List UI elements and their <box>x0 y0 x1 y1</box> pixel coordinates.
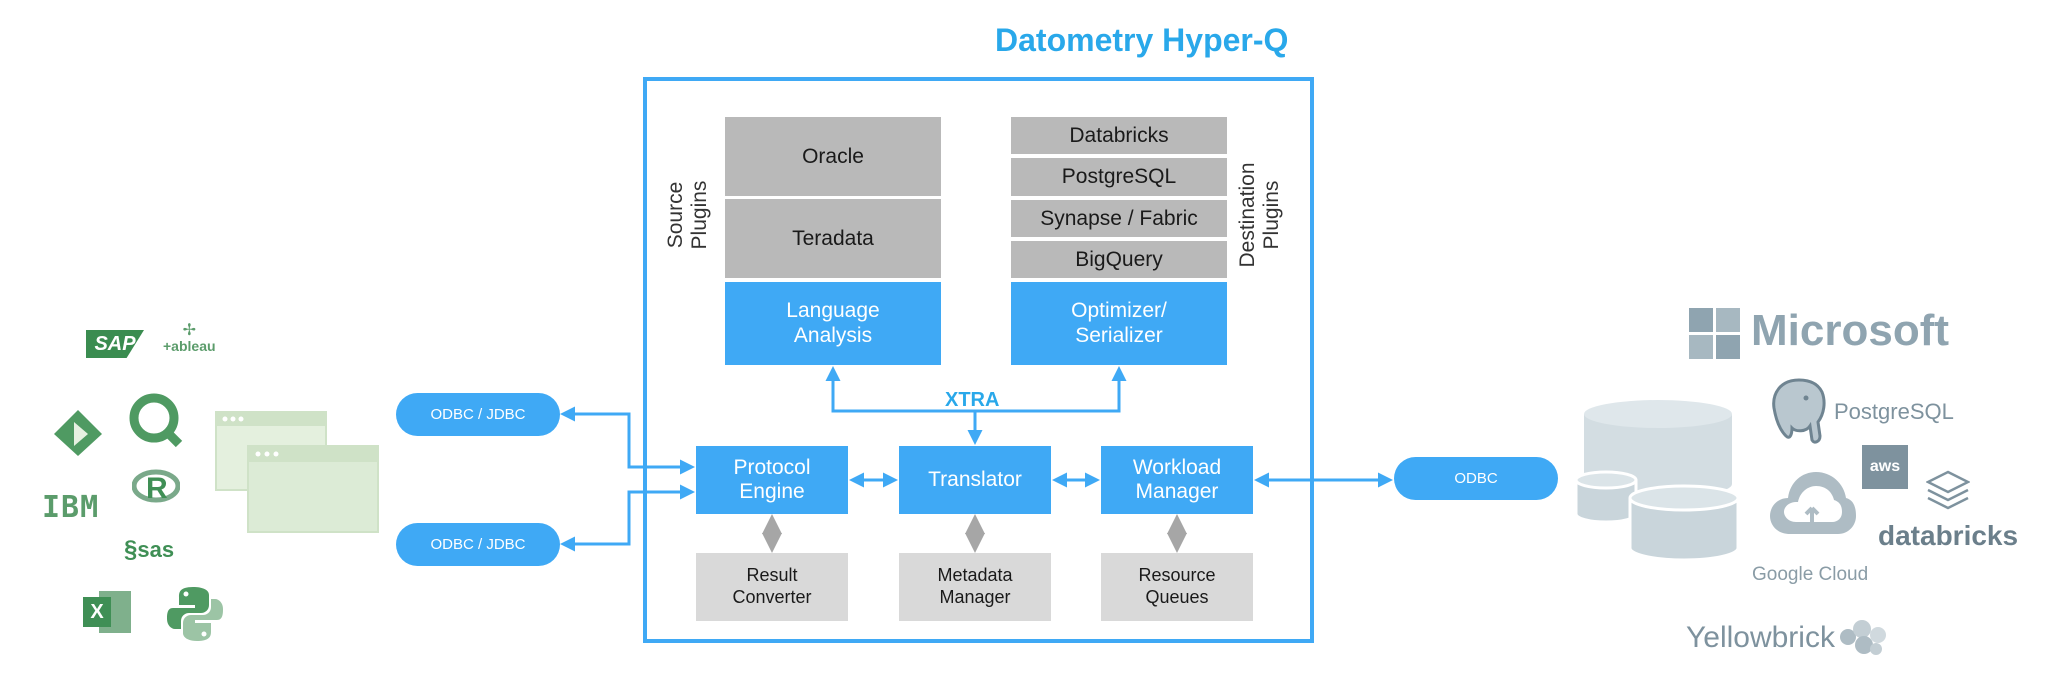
plugin-databricks: Databricks <box>1011 117 1227 154</box>
client-app-windows <box>215 411 379 533</box>
odbc-jdbc-connector-bottom: ODBC / JDBC <box>396 523 560 566</box>
microstrategy-icon <box>54 410 102 456</box>
microsoft-logo-text: Microsoft <box>1751 306 1949 355</box>
diagram-title: Datometry Hyper-Q <box>995 22 1289 58</box>
postgresql-elephant-icon <box>1772 378 1826 444</box>
python-icon <box>167 587 223 641</box>
aws-logo: aws <box>1862 445 1908 489</box>
r-logo: R <box>132 468 180 508</box>
r-ring-icon <box>132 469 180 503</box>
optimizer-serializer-box: Optimizer/Serializer <box>1011 282 1227 365</box>
sap-logo: SAP <box>86 330 144 358</box>
sas-logo: §sas <box>124 536 175 563</box>
google-cloud-icon <box>1770 472 1856 534</box>
sas-swirl-icon: § <box>124 536 138 563</box>
ibm-logo: IBM <box>42 490 100 525</box>
xtra-label: XTRA <box>945 389 1000 411</box>
tableau-logo: ✢ +ableau <box>163 322 216 355</box>
plugin-teradata: Teradata <box>725 199 941 278</box>
arrow-odbc-bottom-to-protocol <box>560 484 695 552</box>
databricks-logo-text: databricks <box>1878 520 2019 551</box>
translator-box: Translator <box>899 446 1051 514</box>
arrow-odbc-top-to-protocol <box>560 406 695 475</box>
plugin-synapse-fabric: Synapse / Fabric <box>1011 200 1227 237</box>
hyper-q-container <box>643 77 1314 643</box>
databricks-stack-icon <box>1926 470 1970 510</box>
yellowbrick-bubbles-icon <box>1840 620 1886 655</box>
plugin-oracle: Oracle <box>725 117 941 196</box>
plugin-postgresql: PostgreSQL <box>1011 158 1227 196</box>
odbc-connector-right: ODBC <box>1394 457 1558 500</box>
google-cloud-logo-text: Google Cloud <box>1752 564 1869 585</box>
xtra-bus <box>825 366 1127 413</box>
excel-logo: X <box>83 591 131 633</box>
yellowbrick-logo-text: Yellowbrick <box>1686 621 1835 654</box>
qlik-icon <box>129 393 183 448</box>
microsoft-squares-icon <box>1689 308 1740 359</box>
tableau-cross-icon: ✢ <box>182 322 196 339</box>
postgresql-logo-text: PostgreSQL <box>1834 399 1954 424</box>
odbc-jdbc-connector-top: ODBC / JDBC <box>396 393 560 436</box>
plugin-bigquery: BigQuery <box>1011 241 1227 278</box>
database-cylinders-icon <box>1574 400 1740 562</box>
